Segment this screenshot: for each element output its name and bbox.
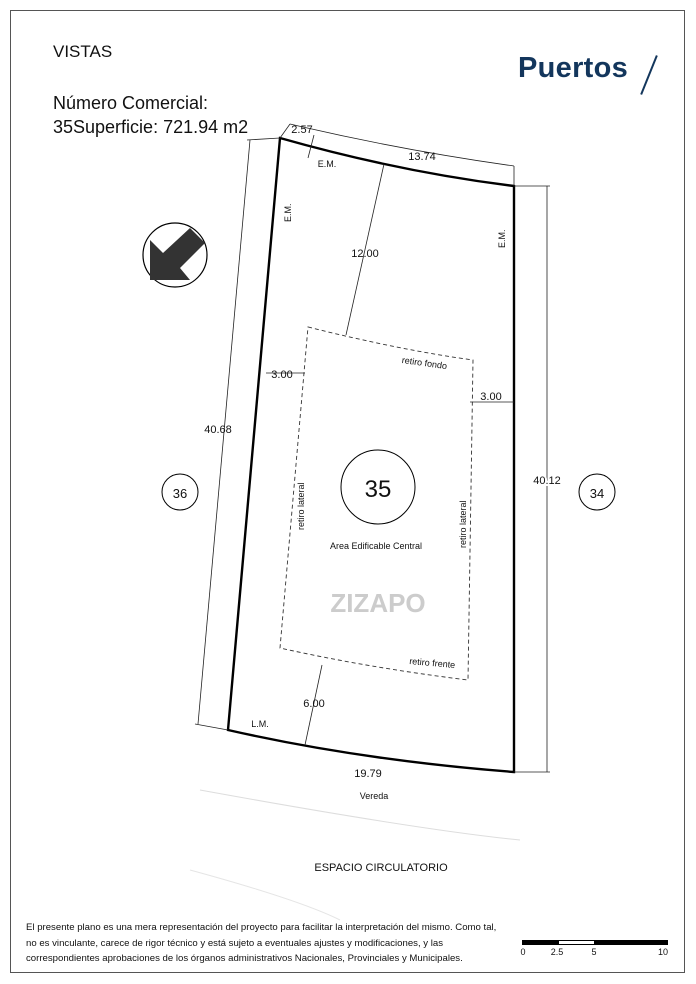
dimension-lines xyxy=(194,123,550,773)
label-retiro-lateral-right: retiro lateral xyxy=(458,500,468,548)
label-area: Area Edificable Central xyxy=(330,541,422,551)
north-arrow-icon xyxy=(142,222,208,288)
lot-outline xyxy=(226,136,516,774)
scale-tick: 10 xyxy=(658,947,668,957)
label-retiro-lateral-left: retiro lateral xyxy=(296,482,306,530)
lot-info: Número Comercial: 35Superficie: 721.94 m… xyxy=(53,91,248,139)
lot-number: 35 xyxy=(365,476,392,503)
superficie-text: 35Superficie: 721.94 m2 xyxy=(53,117,249,137)
brand-logo: Puertos xyxy=(518,52,629,84)
disclaimer: El presente plano es una mera representa… xyxy=(26,922,497,964)
dim-left: 40.68 xyxy=(204,424,232,436)
scale-bar: 0 2.5 5 10 xyxy=(520,940,668,957)
label-retiro-frente: retiro frente xyxy=(409,656,456,670)
dim-front-setback: 6.00 xyxy=(303,698,324,710)
label-retiro-fondo: retiro fondo xyxy=(401,355,447,371)
label-lm: L.M. xyxy=(251,719,269,729)
label-em-right: E.M. xyxy=(497,229,507,248)
scale-tick: 2.5 xyxy=(551,947,564,957)
label-em-left: E.M. xyxy=(283,203,293,222)
scale-tick: 5 xyxy=(591,947,596,957)
dim-bottom: 19.79 xyxy=(354,768,382,780)
neighbor-circle-left xyxy=(161,473,199,511)
dim-right-setback: 3.00 xyxy=(480,391,501,403)
vereda-curve xyxy=(199,789,521,841)
neighbor-right: 34 xyxy=(590,486,604,501)
neighbor-circle-right xyxy=(578,473,616,511)
dim-top-short: 2.57 xyxy=(291,124,312,136)
buildable-area xyxy=(279,326,474,681)
page-title: VISTAS xyxy=(53,42,113,61)
neighbor-left: 36 xyxy=(173,486,187,501)
lot-number-circle xyxy=(340,449,416,525)
page-frame xyxy=(10,10,685,973)
dim-top-long: 13.74 xyxy=(408,151,436,163)
watermark: ZIZAPO xyxy=(330,588,425,618)
dim-back-setback: 12.00 xyxy=(351,248,379,260)
numero-label: Número Comercial: xyxy=(53,93,209,113)
street-curve xyxy=(189,869,341,921)
label-vereda: Vereda xyxy=(360,791,389,801)
dim-left-setback: 3.00 xyxy=(271,369,292,381)
scale-tick: 0 xyxy=(520,947,525,957)
label-em-top: E.M. xyxy=(318,159,337,169)
label-espacio: ESPACIO CIRCULATORIO xyxy=(314,862,448,874)
dim-right: 40.12 xyxy=(533,475,561,487)
